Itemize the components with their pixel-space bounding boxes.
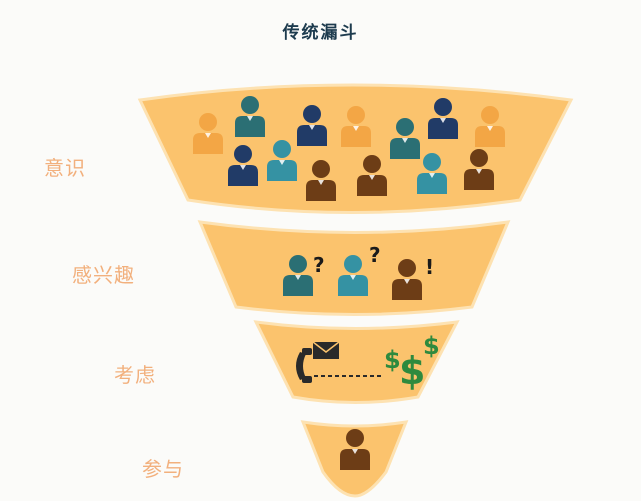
stage-label-consideration: 考虑 [114,363,156,387]
stage-label-engagement: 参与 [142,457,184,481]
svg-text:$: $ [384,346,401,374]
question-mark-icon: ? [369,243,381,267]
exclamation-mark-icon: ! [425,255,434,279]
dollar-icon: $ $ $ [384,332,440,393]
stage-label-awareness: 意识 [44,156,86,180]
page-title: 传统漏斗 [282,23,359,43]
svg-text:$: $ [423,332,440,360]
stage-label-interest: 感兴趣 [72,263,135,287]
phone-icon [296,348,312,383]
svg-text:$: $ [399,349,425,393]
envelope-icon [312,341,340,359]
question-mark-icon: ? [313,253,325,277]
